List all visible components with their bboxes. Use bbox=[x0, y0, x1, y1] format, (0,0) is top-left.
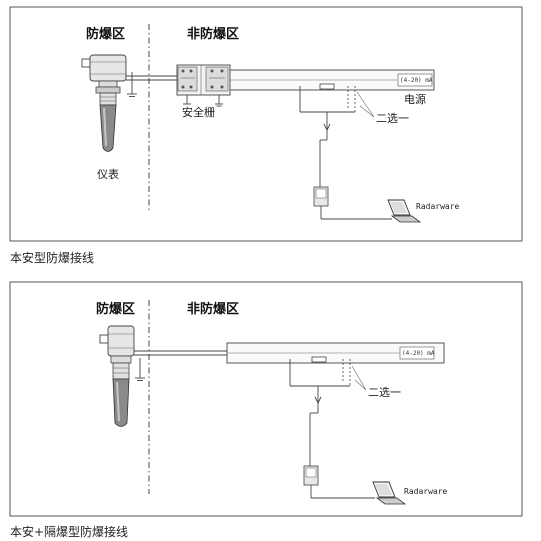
zone-hazard-label-1: 防爆区 bbox=[86, 26, 125, 42]
radar-instrument-2 bbox=[99, 325, 135, 427]
zone-safe-label-1: 非防爆区 bbox=[187, 26, 239, 42]
ground-symbol-2 bbox=[135, 358, 145, 381]
resistor-2 bbox=[311, 356, 327, 363]
instrument-label: 仪表 bbox=[97, 167, 119, 181]
current-signal-box-1 bbox=[397, 73, 433, 87]
diagram-intrinsic-flameproof: 防爆区 非防爆区 (4-20) mA bbox=[9, 281, 523, 517]
laptop-icon-1 bbox=[387, 199, 422, 223]
zone-hazard-label-2: 防爆区 bbox=[96, 301, 135, 317]
barrier-label: 安全栅 bbox=[182, 105, 215, 119]
power-label: 电源 bbox=[404, 92, 426, 106]
diagram-2-frame bbox=[9, 281, 523, 517]
zone-safe-label-2: 非防爆区 bbox=[187, 301, 239, 317]
caption-1: 本安型防爆接线 bbox=[10, 250, 94, 265]
laptop-icon-2 bbox=[372, 481, 407, 505]
current-signal-label-1: (4-20) mA bbox=[400, 77, 433, 84]
radar-instrument-1 bbox=[81, 54, 127, 152]
current-signal-box-2 bbox=[399, 346, 435, 360]
resistor-1 bbox=[319, 83, 335, 90]
select-one-label-1: 二选一 bbox=[376, 112, 409, 125]
diagram-1-frame bbox=[9, 6, 523, 242]
caption-2: 本安+隔爆型防爆接线 bbox=[10, 524, 128, 539]
software-label-1: Radarware bbox=[416, 202, 460, 211]
select-one-label-2: 二选一 bbox=[368, 386, 401, 399]
software-label-2: Radarware bbox=[404, 487, 448, 496]
diagram-intrinsic-safe: 防爆区 非防爆区 仪表 bbox=[9, 6, 523, 242]
current-signal-label-2: (4-20) mA bbox=[402, 350, 435, 357]
safety-barrier bbox=[176, 64, 231, 96]
